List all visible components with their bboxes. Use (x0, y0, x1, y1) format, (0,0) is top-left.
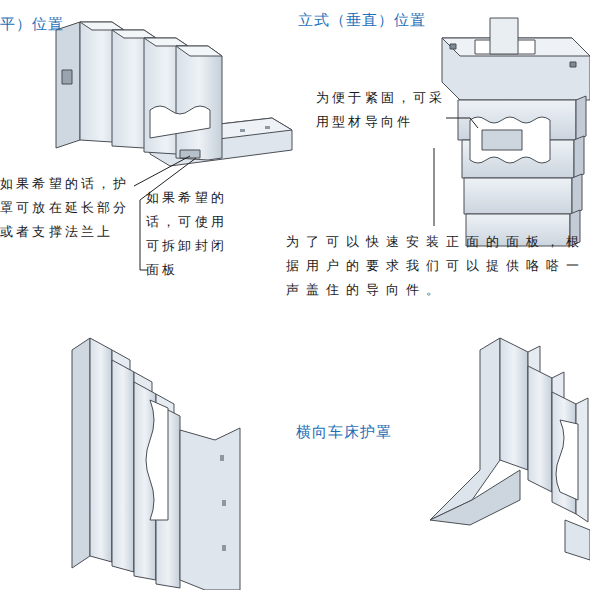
cross-lathe-cover (430, 338, 590, 560)
horizontal-cover (56, 22, 292, 166)
view-heading: 横向车床护罩 (296, 422, 436, 442)
view-heading: 平）位置 (0, 14, 120, 34)
callout-note: 如果希望的话，可使用可拆卸封闭面板 (146, 186, 230, 282)
callout-note: 为便于紧固，可采用型材导向件 (316, 86, 448, 134)
view-heading: 立式（垂直）位置 (298, 10, 478, 30)
callout-note: 如果希望的话，护罩可放在延长部分或者支撑法兰上 (0, 172, 132, 244)
vertical-cover (442, 18, 590, 246)
callout-note: 为了可以快速安装正面的面板，根据用户的要求我们可以提供咯嗒一声盖住的导向件。 (286, 230, 590, 302)
side-cover (72, 338, 240, 590)
